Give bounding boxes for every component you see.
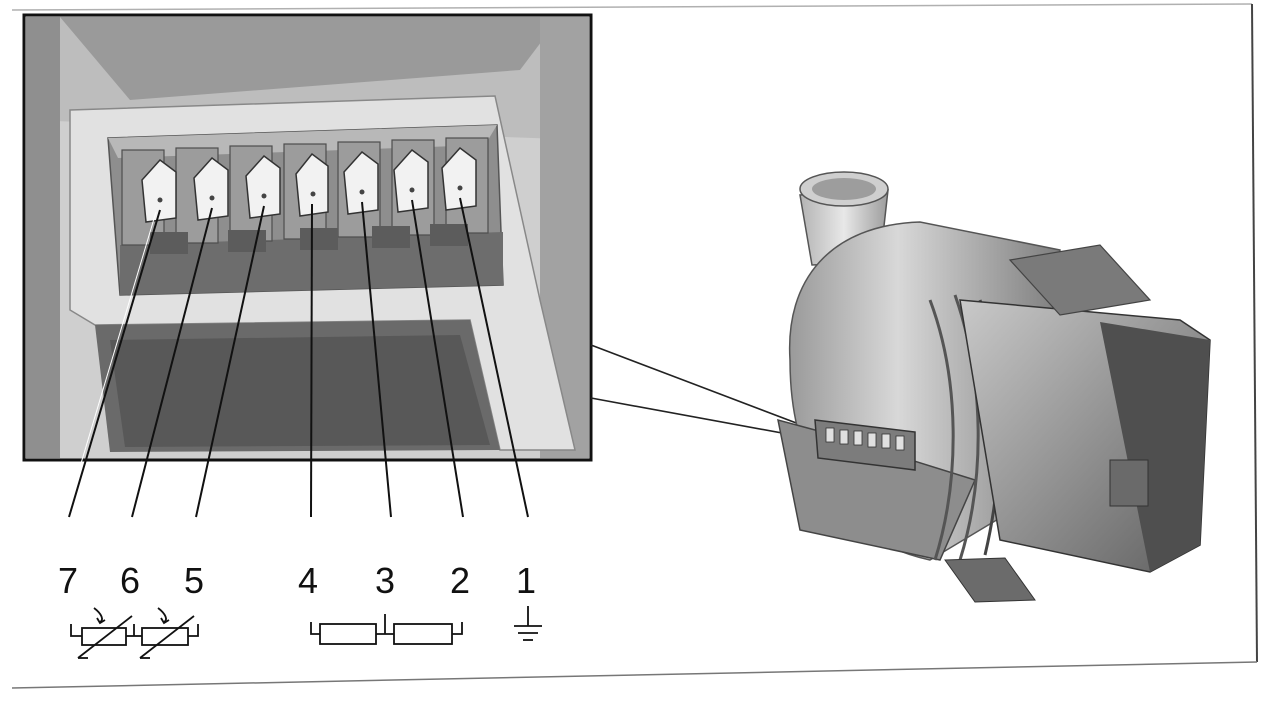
pump-motor-illustration <box>777 171 1211 603</box>
pin-label-1: 1 <box>516 560 536 601</box>
page-frame <box>11 3 1258 689</box>
pin-label-4: 4 <box>298 560 318 601</box>
pin-numbers: 7 6 5 4 3 2 1 <box>58 560 536 601</box>
resistor-icon <box>310 614 463 645</box>
pin-label-3: 3 <box>375 560 395 601</box>
pin-label-7: 7 <box>58 560 78 601</box>
pin-label-5: 5 <box>184 560 204 601</box>
spade-terminals <box>141 146 477 223</box>
connector-closeup <box>22 13 593 462</box>
pin-label-2: 2 <box>450 560 470 601</box>
pin-label-6: 6 <box>120 560 140 601</box>
ntc-thermistor-icon <box>70 607 199 659</box>
ground-icon <box>514 606 542 641</box>
terminal-holes <box>157 185 463 203</box>
locking-tabs <box>150 224 468 254</box>
pin-leader-lines <box>64 197 529 518</box>
